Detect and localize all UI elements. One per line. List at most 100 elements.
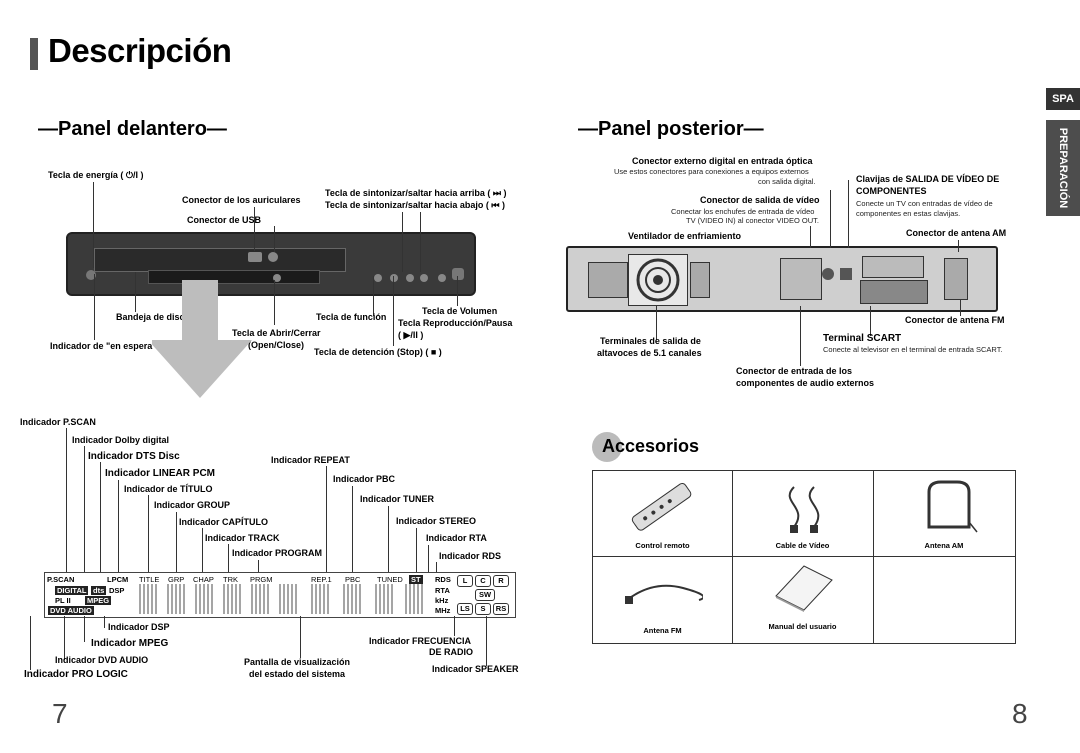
down-arrow-graphic xyxy=(152,280,252,398)
remote-control-icon xyxy=(631,482,692,531)
label-stereo: Indicador STEREO xyxy=(396,516,477,526)
label-tuner: Indicador TUNER xyxy=(360,494,435,504)
label-tune-down: Tecla de sintonizar/saltar hacia abajo (… xyxy=(325,200,505,210)
volume-knob[interactable] xyxy=(452,268,464,280)
disp-pl: PL II xyxy=(55,596,71,605)
label-dvd-audio: Indicador DVD AUDIO xyxy=(55,655,149,665)
segment-digit xyxy=(251,584,271,614)
label-optical: Conector externo digital en entrada ópti… xyxy=(632,156,813,166)
caption-remote: Control remoto xyxy=(635,541,690,550)
caption-fm-antenna: Antena FM xyxy=(643,626,682,635)
page-title: Descripción xyxy=(48,32,232,69)
label-tray: Bandeja de disco xyxy=(116,312,191,322)
component-jacks[interactable] xyxy=(862,256,924,278)
label-headphone: Conector de los auriculares xyxy=(182,195,301,205)
label-component-desc: Conecte un TV con entradas de vídeo de xyxy=(856,199,993,208)
segment-digit xyxy=(279,584,299,614)
label-group: Indicador GROUP xyxy=(154,500,231,510)
disp-pbc: PBC xyxy=(345,575,361,584)
label-pro-logic: Indicador PRO LOGIC xyxy=(24,669,128,680)
label-video-out: Conector de salida de vídeo xyxy=(700,195,820,205)
video-cable-icon xyxy=(788,486,820,533)
label-pbc: Indicador PBC xyxy=(333,474,396,484)
disp-title: TITLE xyxy=(139,575,160,584)
label-fan: Ventilador de enfriamiento xyxy=(628,231,742,241)
usb-port[interactable] xyxy=(248,252,262,262)
label-video-out-desc-2: TV (VIDEO IN) al conector VIDEO OUT. xyxy=(686,216,819,225)
front-panel-heading: —Panel delantero— xyxy=(38,118,227,140)
section-tab-label: PREPARACIÓN xyxy=(1057,127,1069,209)
disp-digital: DIGITAL xyxy=(55,586,89,595)
disp-tuned: TUNED xyxy=(377,575,403,584)
label-audio-in: Conector de entrada de los xyxy=(736,366,853,376)
tune-down-button[interactable] xyxy=(420,274,428,282)
speaker-terminals[interactable] xyxy=(588,262,628,298)
spk-L: L xyxy=(457,575,473,587)
video-out-jack[interactable] xyxy=(822,268,834,280)
label-speaker: Indicador SPEAKER xyxy=(432,664,519,674)
disp-dsp: DSP xyxy=(109,586,125,595)
spk-LS: LS xyxy=(457,603,473,615)
segment-digit xyxy=(405,584,425,614)
disp-dts: dts xyxy=(91,586,107,595)
disp-chap: CHAP xyxy=(193,575,214,584)
audio-in-jacks[interactable] xyxy=(780,258,822,300)
play-pause-button[interactable] xyxy=(406,274,414,282)
caption-manual: Manual del usuario xyxy=(768,622,837,631)
accessories-table: Control remoto Cable de Vídeo Antena AM … xyxy=(592,470,1016,644)
label-audio-in-2: componentes de audio externos xyxy=(736,378,875,388)
title-accent-bar xyxy=(30,38,38,70)
segment-digit xyxy=(195,584,215,614)
speaker-terminals-2[interactable] xyxy=(690,262,710,298)
label-rds: Indicador RDS xyxy=(439,551,502,561)
label-program: Indicador PROGRAM xyxy=(232,548,323,558)
accessory-remote: Control remoto xyxy=(593,471,733,557)
segment-digit xyxy=(223,584,243,614)
disp-khz: kHz xyxy=(435,596,449,605)
spk-RS: RS xyxy=(493,603,509,615)
open-close-button[interactable] xyxy=(273,274,281,282)
stop-button[interactable] xyxy=(390,274,398,282)
disp-trk: TRK xyxy=(223,575,238,584)
label-status-2: del estado del sistema xyxy=(249,669,346,679)
rear-panel-heading: —Panel posterior— xyxy=(578,118,764,140)
headphone-jack[interactable] xyxy=(268,252,278,262)
spk-S: S xyxy=(475,603,491,615)
disp-rds: RDS xyxy=(435,575,451,584)
optical-jack[interactable] xyxy=(840,268,852,280)
label-standby: Indicador de "en espera" xyxy=(50,341,157,351)
label-open-close: Tecla de Abrir/Cerrar xyxy=(232,328,321,338)
segment-digit xyxy=(343,584,363,614)
label-optical-desc: Use estos conectores para conexiones a e… xyxy=(614,167,809,176)
caption-video-cable: Cable de Vídeo xyxy=(775,541,830,550)
label-video-out-desc: Conectar los enchufes de entrada de víde… xyxy=(671,207,815,216)
label-scart: Terminal SCART xyxy=(823,333,902,344)
page-number-right: 8 xyxy=(1012,698,1028,729)
label-track: Indicador TRACK xyxy=(205,533,280,543)
label-component-desc-2: componentes en estas clavijas. xyxy=(856,209,961,218)
label-usb: Conector de USB xyxy=(187,215,262,225)
tune-up-button[interactable] xyxy=(438,274,446,282)
label-dsp: Indicador DSP xyxy=(108,622,170,632)
fm-antenna-icon xyxy=(625,584,703,604)
power-button[interactable] xyxy=(86,270,96,280)
segment-digit xyxy=(375,584,395,614)
scart-terminal[interactable] xyxy=(860,280,928,304)
accessory-am-antenna: Antena AM xyxy=(873,471,1015,557)
label-speakers: Terminales de salida de xyxy=(600,336,701,346)
function-button[interactable] xyxy=(374,274,382,282)
label-speakers-2: altavoces de 5.1 canales xyxy=(597,348,702,358)
disp-mpeg: MPEG xyxy=(85,596,112,605)
label-play-pause: Tecla Reproducción/Pausa xyxy=(398,318,513,328)
segment-digit xyxy=(139,584,159,614)
disp-grp: GRP xyxy=(168,575,185,584)
disp-prgm: PRGM xyxy=(250,575,273,584)
rear-panel-device xyxy=(566,246,998,312)
accessories-heading-badge xyxy=(592,432,622,462)
label-open-close-2: (Open/Close) xyxy=(248,340,305,350)
label-scart-desc: Conecte al televisor en el terminal de e… xyxy=(823,345,1003,354)
label-volume: Tecla de Volumen xyxy=(422,306,498,316)
antenna-jacks[interactable] xyxy=(944,258,968,300)
label-dolby: Indicador Dolby digital xyxy=(72,435,170,445)
label-freq-2: DE RADIO xyxy=(429,647,474,657)
